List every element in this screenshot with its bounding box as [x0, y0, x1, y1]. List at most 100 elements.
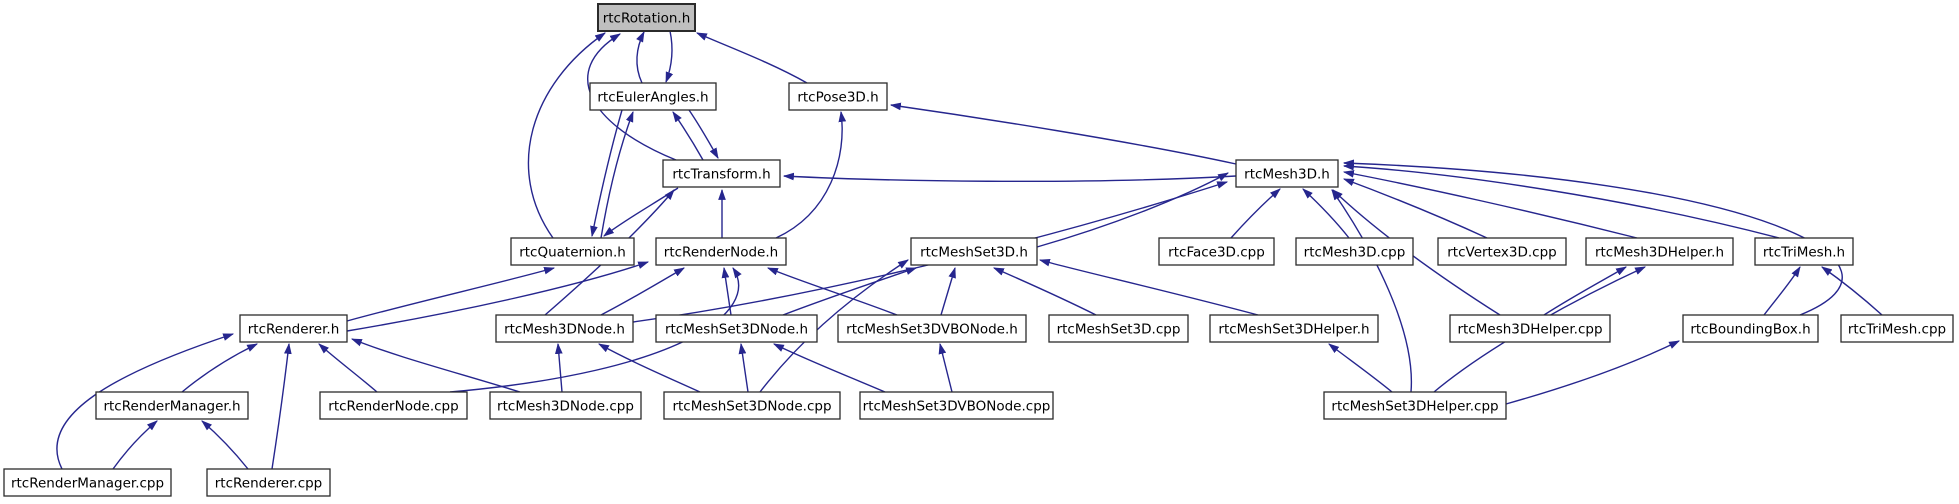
node-box-vertex3d_cpp[interactable]: [1437, 237, 1567, 266]
node-meshset3d_h[interactable]: rtcMeshSet3D.h: [910, 237, 1038, 266]
node-trimesh_cpp[interactable]: rtcTriMesh.cpp: [1840, 314, 1954, 343]
node-face3d_cpp[interactable]: rtcFace3D.cpp: [1158, 237, 1275, 266]
edge-meshset3d_h-to-mesh3d_h: [1036, 172, 1229, 248]
edge-meshset3dnode_h-to-meshset3d_h: [782, 267, 918, 316]
node-meshset3dvbonode_cpp[interactable]: rtcMeshSet3DVBONode.cpp: [859, 391, 1054, 420]
edge-meshset3dhelper_cpp-to-meshset3dhelper_h: [1328, 343, 1393, 393]
node-box-face3d_cpp[interactable]: [1158, 237, 1275, 266]
edge-trimesh_cpp-to-trimesh_h: [1821, 266, 1883, 316]
node-meshset3d_cpp[interactable]: rtcMeshSet3D.cpp: [1048, 314, 1189, 343]
node-mesh3dnode_h[interactable]: rtcMesh3DNode.h: [495, 314, 634, 343]
edge-quaternion_h-to-rotation_h: [527, 32, 606, 239]
node-box-mesh3dhelper_cpp[interactable]: [1449, 314, 1611, 343]
node-box-quaternion_h[interactable]: [510, 237, 635, 266]
node-rotation_h[interactable]: rtcRotation.h: [597, 3, 696, 32]
edge-renderer_cpp-to-rendermanager_h: [201, 420, 249, 470]
node-box-transform_h[interactable]: [662, 159, 781, 188]
edge-meshset3dvbonode_cpp-to-meshset3dnode_h: [773, 343, 886, 393]
node-renderer_h[interactable]: rtcRenderer.h: [239, 314, 348, 343]
edge-mesh3d_h-to-transform_h: [782, 172, 1237, 183]
node-mesh3dhelper_cpp[interactable]: rtcMesh3DHelper.cpp: [1449, 314, 1611, 343]
edge-pose3d_h-to-rotation_h: [695, 32, 808, 84]
node-rendernode_h[interactable]: rtcRenderNode.h: [655, 237, 787, 266]
edge-mesh3d_cpp-to-mesh3d_h: [1302, 188, 1350, 239]
node-box-mesh3dhelper_h[interactable]: [1585, 237, 1734, 266]
node-meshset3dvbonode_h[interactable]: rtcMeshSet3DVBONode.h: [837, 314, 1027, 343]
edge-eulerangles_h-to-rotation_h: [636, 31, 645, 84]
edge-meshset3dhelper_cpp-to-mesh3d_h: [1331, 189, 1413, 393]
node-meshset3dnode_cpp[interactable]: rtcMeshSet3DNode.cpp: [663, 391, 841, 420]
edge-meshset3d_cpp-to-meshset3d_h: [992, 267, 1097, 316]
node-box-boundingbox_h[interactable]: [1682, 314, 1819, 343]
node-vertex3d_cpp[interactable]: rtcVertex3D.cpp: [1437, 237, 1567, 266]
node-meshset3dhelper_h[interactable]: rtcMeshSet3DHelper.h: [1209, 314, 1379, 343]
node-mesh3d_h[interactable]: rtcMesh3D.h: [1235, 159, 1339, 188]
edge-rendernode_cpp-to-renderer_h: [318, 343, 378, 393]
node-meshset3dnode_h[interactable]: rtcMeshSet3DNode.h: [655, 314, 818, 343]
node-box-rendernode_h[interactable]: [655, 237, 787, 266]
node-box-trimesh_cpp[interactable]: [1840, 314, 1954, 343]
edge-renderer_h-to-rendernode_h: [346, 261, 650, 332]
edge-eulerangles_h-to-quaternion_h: [590, 109, 623, 238]
edge-face3d_cpp-to-mesh3d_h: [1230, 188, 1281, 239]
edge-rendernode_h-to-pose3d_h: [775, 110, 847, 239]
node-trimesh_h[interactable]: rtcTriMesh.h: [1754, 237, 1854, 266]
node-box-mesh3d_cpp[interactable]: [1295, 237, 1414, 266]
node-box-mesh3dnode_cpp[interactable]: [489, 391, 642, 420]
node-quaternion_h[interactable]: rtcQuaternion.h: [510, 237, 635, 266]
edge-rendermanager_h-to-renderer_h: [181, 343, 258, 393]
edge-meshset3dhelper_h-to-meshset3d_h: [1038, 259, 1259, 316]
node-mesh3dhelper_h[interactable]: rtcMesh3DHelper.h: [1585, 237, 1734, 266]
edge-meshset3dnode_cpp-to-mesh3dnode_h: [598, 343, 701, 393]
node-box-mesh3d_h[interactable]: [1235, 159, 1339, 188]
node-box-renderer_h[interactable]: [239, 314, 348, 343]
edge-trimesh_h-to-mesh3d_h: [1342, 162, 1780, 239]
node-box-meshset3dhelper_h[interactable]: [1209, 314, 1379, 343]
node-box-mesh3dnode_h[interactable]: [495, 314, 634, 343]
node-box-rendermanager_cpp[interactable]: [3, 468, 172, 497]
edge-meshset3dhelper_cpp-to-boundingbox_h: [1505, 340, 1680, 405]
node-mesh3dnode_cpp[interactable]: rtcMesh3DNode.cpp: [489, 391, 642, 420]
edge-mesh3dhelper_h-to-mesh3d_h: [1342, 170, 1638, 239]
node-box-meshset3d_cpp[interactable]: [1048, 314, 1189, 343]
edge-meshset3dvbonode_h-to-meshset3d_h: [940, 266, 956, 316]
edge-rotation_h-to-eulerangles_h: [665, 30, 674, 84]
node-box-eulerangles_h[interactable]: [589, 82, 717, 111]
node-box-renderer_cpp[interactable]: [206, 468, 331, 497]
node-renderer_cpp[interactable]: rtcRenderer.cpp: [206, 468, 331, 497]
edge-meshset3dnode_cpp-to-meshset3d_h: [759, 259, 909, 393]
edge-transform_h-to-eulerangles_h: [672, 111, 704, 161]
edge-mesh3d_h-to-pose3d_h: [889, 102, 1237, 165]
edge-mesh3dnode_cpp-to-mesh3dnode_h: [554, 342, 563, 393]
node-box-meshset3dhelper_cpp[interactable]: [1323, 391, 1507, 420]
node-box-rotation_h[interactable]: [597, 3, 696, 32]
node-box-pose3d_h[interactable]: [788, 82, 888, 111]
edge-rendermanager_cpp-to-rendermanager_h: [112, 420, 158, 470]
edge-eulerangles_h-to-transform_h: [688, 109, 719, 159]
edge-boundingbox_h-to-trimesh_h: [1763, 266, 1801, 316]
node-mesh3d_cpp[interactable]: rtcMesh3D.cpp: [1295, 237, 1414, 266]
node-box-meshset3dnode_h[interactable]: [655, 314, 818, 343]
edge-transform_h-to-quaternion_h: [603, 187, 679, 237]
node-eulerangles_h[interactable]: rtcEulerAngles.h: [589, 82, 717, 111]
node-rendermanager_cpp[interactable]: rtcRenderManager.cpp: [3, 468, 172, 497]
edge-vertex3d_cpp-to-mesh3d_h: [1342, 178, 1488, 239]
node-box-rendernode_cpp[interactable]: [319, 391, 468, 420]
node-box-meshset3dvbonode_cpp[interactable]: [859, 391, 1054, 420]
edge-renderer_cpp-to-renderer_h: [271, 342, 292, 470]
node-meshset3dhelper_cpp[interactable]: rtcMeshSet3DHelper.cpp: [1323, 391, 1507, 420]
node-box-meshset3d_h[interactable]: [910, 237, 1038, 266]
node-pose3d_h[interactable]: rtcPose3D.h: [788, 82, 888, 111]
node-rendernode_cpp[interactable]: rtcRenderNode.cpp: [319, 391, 468, 420]
node-box-meshset3dnode_cpp[interactable]: [663, 391, 841, 420]
node-box-trimesh_h[interactable]: [1754, 237, 1854, 266]
node-boundingbox_h[interactable]: rtcBoundingBox.h: [1682, 314, 1819, 343]
edge-mesh3dhelper_cpp-to-mesh3dhelper_h: [1543, 266, 1627, 316]
node-transform_h[interactable]: rtcTransform.h: [662, 159, 781, 188]
edge-meshset3dnode_cpp-to-meshset3dnode_h: [738, 342, 749, 393]
edge-mesh3dnode_h-to-rendernode_h: [600, 267, 685, 316]
node-rendermanager_h[interactable]: rtcRenderManager.h: [95, 391, 249, 420]
node-box-rendermanager_h[interactable]: [95, 391, 249, 420]
node-box-meshset3dvbonode_h[interactable]: [837, 314, 1027, 343]
